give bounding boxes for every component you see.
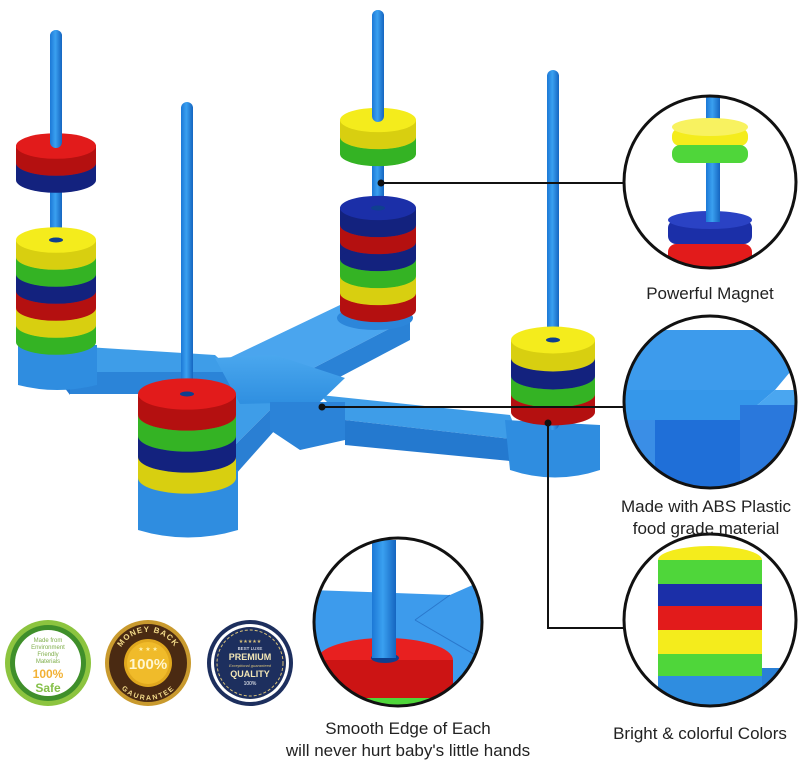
caption-smooth-edge: Smooth Edge of Each will never hurt baby…	[258, 718, 558, 762]
base-foot-right	[505, 420, 600, 478]
callout-line-colors	[547, 423, 625, 629]
badge-premium-stars: ★★★★★	[239, 639, 262, 645]
zoom-circle-edge	[312, 536, 484, 708]
badge-eco-line4: Materials	[36, 659, 60, 665]
caption-abs-plastic-line1: Made with ABS Plastic	[620, 497, 792, 516]
caption-smooth-edge-line2: will never hurt baby's little hands	[285, 741, 531, 760]
peg-rod-upper-back-center	[372, 10, 384, 122]
base-foot-left	[18, 345, 97, 390]
callout-dot-abs	[318, 403, 326, 411]
base-center-hub-top	[215, 355, 345, 404]
peg-hole-right	[546, 337, 560, 343]
peg-back-center	[340, 10, 416, 323]
zoom-circle-colors	[622, 532, 798, 708]
peg-right	[511, 70, 595, 430]
toy-base	[18, 305, 600, 538]
badge-eco-line3: Friendly	[37, 652, 58, 658]
caption-abs-plastic: Made with ABS Plastic food grade materia…	[596, 496, 800, 540]
peg-left	[16, 30, 96, 355]
badge-money-back-percent: 100%	[129, 656, 167, 673]
peg-rod-front-left	[181, 102, 193, 470]
peg-hole-left	[49, 237, 63, 243]
ring-back-center-bottom-2-bottom	[340, 246, 416, 272]
badge-eco-friendly: Made from Environment Friendly Materials…	[5, 620, 91, 706]
zoom-circle-abs	[622, 314, 798, 490]
caption-smooth-edge-line1: Smooth Edge of Each	[325, 719, 491, 738]
caption-powerful-magnet: Powerful Magnet	[612, 283, 800, 305]
peg-rod-upper-left	[50, 30, 62, 148]
badge-eco-line1: Made from	[34, 638, 63, 644]
ring-back-center-bottom-5-bottom	[340, 297, 416, 323]
peg-hole-front-left	[180, 391, 194, 397]
badge-money-back-stars: ★ ★ ★	[138, 646, 157, 653]
badge-premium-script: Exceptional guaranteed	[229, 663, 272, 668]
base-arm-back-left	[55, 345, 240, 378]
peg-hole-back-center	[371, 205, 385, 211]
badge-premium-title2: QUALITY	[230, 669, 270, 679]
caption-bright-colors-line1: Bright & colorful Colors	[613, 724, 787, 743]
ring-back-center-bottom-3-bottom	[340, 263, 416, 289]
ring-back-center-bottom-0-bottom	[340, 212, 416, 238]
caption-bright-colors: Bright & colorful Colors	[590, 723, 800, 745]
badge-premium-top: BEST LUXE	[238, 646, 263, 651]
ring-back-center-top-1-bottom	[340, 141, 416, 167]
badge-eco-percent: 100%	[33, 667, 64, 681]
callout-lines	[318, 179, 625, 629]
badge-premium-title1: PREMIUM	[229, 652, 272, 662]
ring-back-center-bottom-4-bottom	[340, 280, 416, 306]
badge-premium-quality: BEST LUXE PREMIUM Exceptional guaranteed…	[207, 620, 293, 706]
ring-back-center-top-0-bottom	[340, 124, 416, 150]
zoom-circle-magnet	[622, 94, 798, 270]
ring-back-center-bottom-1-bottom	[340, 229, 416, 255]
peg-front-left	[138, 102, 236, 494]
caption-powerful-magnet-line1: Powerful Magnet	[646, 284, 774, 303]
badge-money-back: MONEY BACK GAURANTEE 100% ★ ★ ★	[105, 620, 191, 706]
badge-eco-safe: Safe	[35, 681, 61, 695]
callout-dot-magnet	[377, 179, 385, 187]
base-center-hub-front	[270, 402, 345, 450]
callout-dot-colors	[544, 419, 552, 427]
caption-abs-plastic-line2: food grade material	[632, 519, 780, 538]
pegs-layer	[16, 10, 595, 494]
base-arm-front-right-front	[345, 420, 520, 462]
badge-eco-line2: Environment	[31, 645, 65, 651]
badge-premium-percent: 100%	[244, 681, 257, 687]
